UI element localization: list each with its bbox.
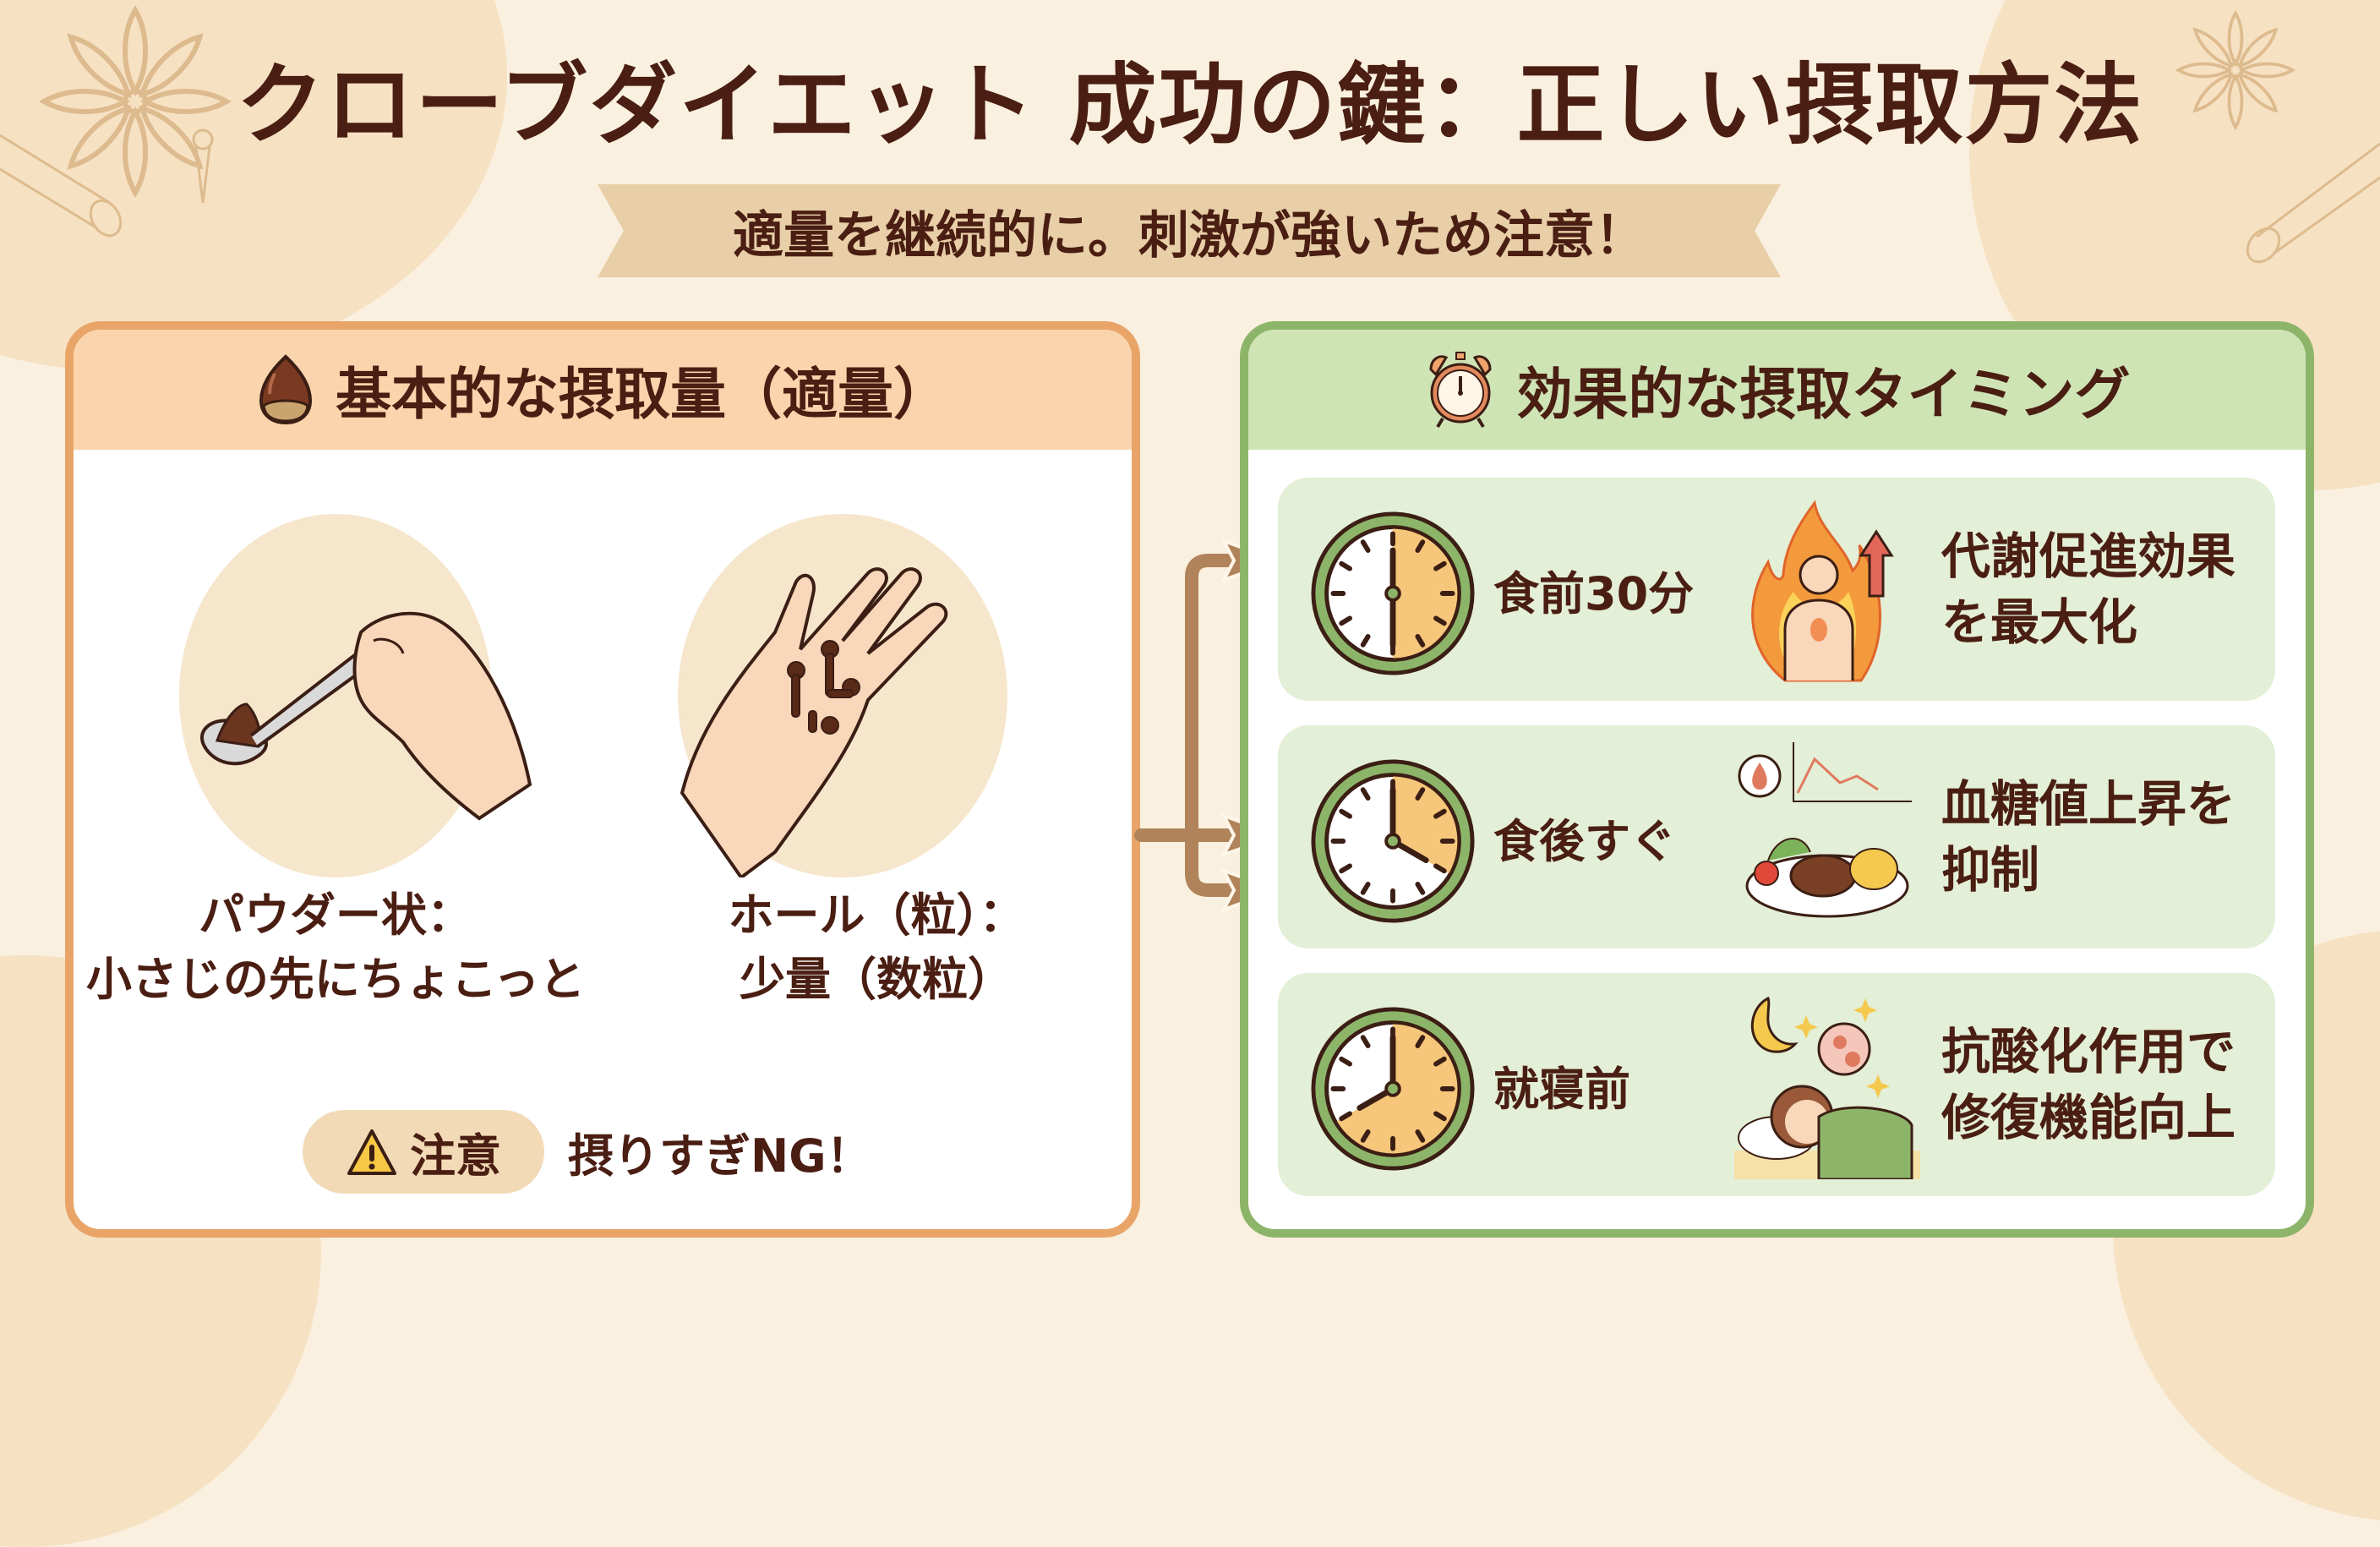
effect-line-1: 代謝促進効果 <box>1941 528 2236 585</box>
warning-badge: 注意 <box>303 1110 544 1194</box>
clove-decoration-icon <box>192 128 214 204</box>
clock-12-00-icon <box>1311 511 1475 675</box>
effect-line-2: を最大化 <box>1941 593 2138 651</box>
powder-amount: 小さじの先にちょこっと <box>85 953 586 1006</box>
star-anise-decoration-right-icon <box>2176 11 2295 129</box>
warning-row: 注意 摂りすぎNG！ <box>303 1110 872 1194</box>
blood-sugar-meal-icon <box>1738 742 1912 918</box>
cinnamon-stick-decoration-right-icon <box>2246 142 2380 264</box>
timing-panel: 効果的な摂取タイミング 食前30分 代謝促進効果 <box>1240 321 2314 1238</box>
subtitle-text: 適量を継続的に。刺激が強いため注意！ <box>733 205 1646 265</box>
hand-cloves-illustration <box>678 514 1007 877</box>
timing-header: 効果的な摂取タイミング <box>1248 330 2306 450</box>
timing-label-before-bed: 就寝前 <box>1493 1062 1630 1116</box>
warning-icon <box>347 1129 396 1175</box>
page-title: クローブダイエット 成功の鍵：正しい摂取方法 <box>236 53 2144 156</box>
timing-heading: 効果的な摂取タイミング <box>1516 362 2131 427</box>
intake-amount-header: 基本的な摂取量（適量） <box>74 330 1132 450</box>
clock-4-00-icon <box>1311 759 1475 923</box>
effect-text-metabolism: 代謝促進効果 を最大化 <box>1941 478 2235 701</box>
effect-text-blood-sugar: 血糖値上昇を 抑制 <box>1941 725 2235 948</box>
effect-line-1: 血糖値上昇を <box>1941 775 2236 833</box>
intake-amount-panel: 基本的な摂取量（適量） パウダー状： 小さじの先にちょこっと ホール（粒）： 少… <box>65 321 1140 1238</box>
timing-label-before-meal: 食前30分 <box>1493 566 1695 620</box>
fire-body-metabolism-icon <box>1751 500 1894 682</box>
alarm-clock-icon <box>1428 352 1492 429</box>
star-anise-decoration-icon <box>34 4 237 203</box>
intake-amount-heading: 基本的な摂取量（適量） <box>336 362 949 427</box>
effect-line-2: 修復機能向上 <box>1941 1089 2236 1146</box>
sleeping-night-icon <box>1734 996 1920 1179</box>
timing-card-after-meal: 食後すぐ 血糖値上昇を 抑制 <box>1278 725 2275 948</box>
warning-badge-label: 注意 <box>410 1129 501 1183</box>
effect-text-antioxidant: 抗酸化作用で 修復機能向上 <box>1941 973 2235 1196</box>
powder-caption: パウダー状： 小さじの先にちょこっと <box>74 883 598 1012</box>
warning-text: 摂りすぎNG！ <box>568 1129 872 1183</box>
spoon-powder-illustration <box>179 514 532 877</box>
clock-8-00-icon <box>1311 1007 1475 1171</box>
cinnamon-stick-decoration-icon <box>0 134 123 238</box>
chestnut-icon <box>259 354 313 425</box>
timing-label-after-meal: 食後すぐ <box>1493 814 1676 868</box>
whole-amount: 少量（数粒） <box>740 953 1013 1006</box>
whole-caption: ホール（粒）： 少量（数粒） <box>614 883 1132 1012</box>
powder-label: パウダー状： <box>199 888 472 942</box>
timing-card-before-meal: 食前30分 代謝促進効果 を最大化 <box>1278 478 2275 701</box>
effect-line-2: 抑制 <box>1941 841 2040 899</box>
timing-card-before-bed: 就寝前 抗酸化作用で 修復機能向上 <box>1278 973 2275 1196</box>
effect-line-1: 抗酸化作用で <box>1941 1023 2236 1080</box>
subtitle-ribbon: 適量を継続的に。刺激が強いため注意！ <box>598 184 1781 277</box>
whole-label: ホール（粒）： <box>728 888 1025 942</box>
